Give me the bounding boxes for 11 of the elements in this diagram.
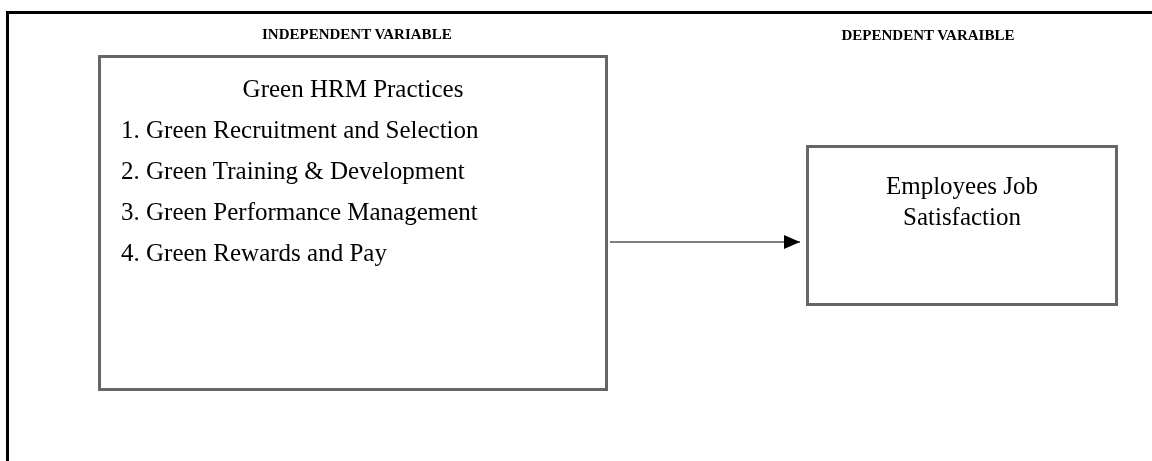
- column-heading: DEPENDENT VARAIBLE: [841, 27, 1015, 44]
- box-text: 1. Green Recruitment and Selection: [120, 116, 479, 144]
- process-box: [98, 55, 608, 391]
- arrow: [609, 235, 801, 249]
- box-text: 4. Green Rewards and Pay: [120, 239, 387, 267]
- process-box: [806, 145, 1118, 306]
- box-text: Employees Job Satisfaction: [884, 171, 1040, 232]
- column-heading: INDEPENDENT VARIABLE: [262, 26, 452, 43]
- box-text: 3. Green Performance Management: [120, 198, 478, 226]
- box-heading: Green HRM Practices: [242, 75, 464, 103]
- box-text: 2. Green Training & Development: [120, 157, 465, 185]
